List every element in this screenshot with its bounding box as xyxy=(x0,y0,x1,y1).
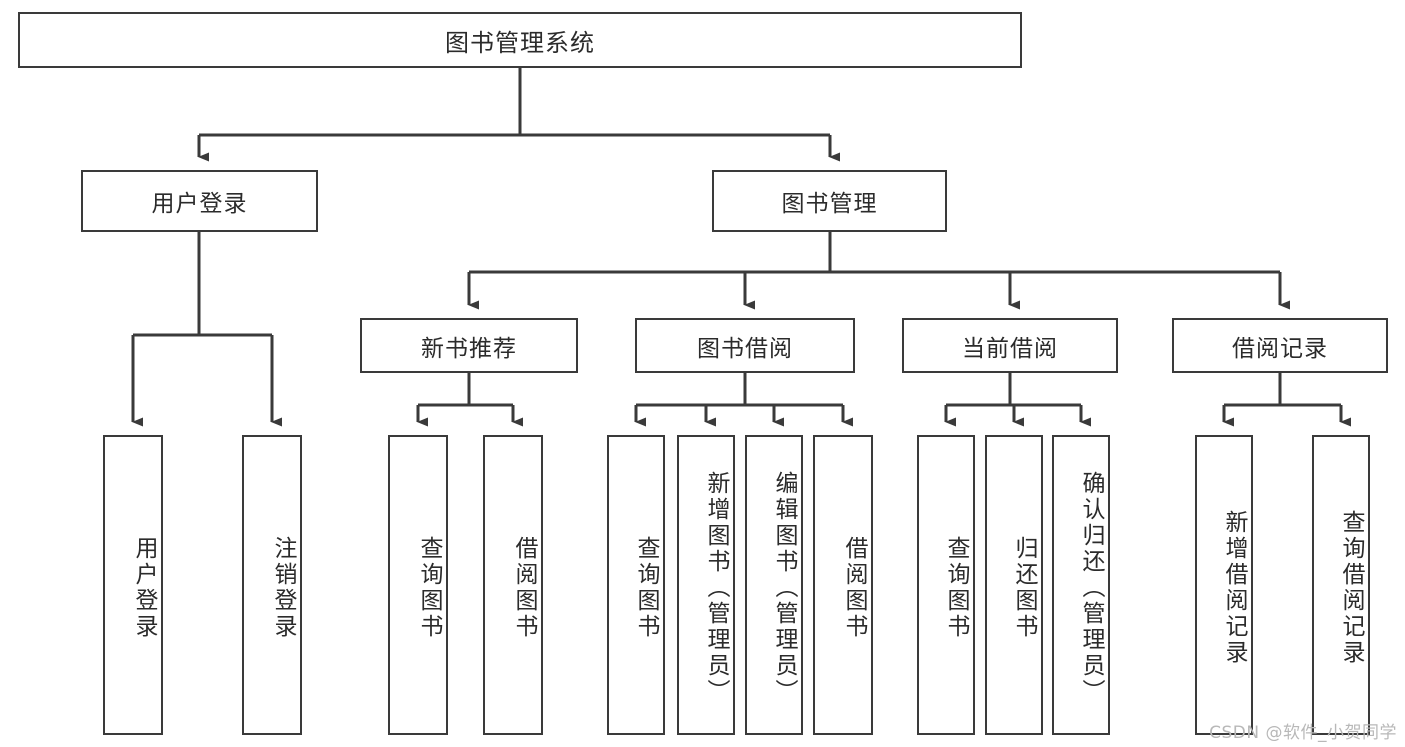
node-leaf-confirm-return[interactable]: 确认归还（管理员） xyxy=(1052,435,1110,735)
node-leaf-query-book-cur[interactable]: 查询图书 xyxy=(917,435,975,735)
node-leaf-borrow-book-rec[interactable]: 借阅图书 xyxy=(483,435,543,735)
node-leaf-add-record[interactable]: 新增借阅记录 xyxy=(1195,435,1253,735)
node-current-borrow[interactable]: 当前借阅 xyxy=(902,318,1118,373)
node-leaf-edit-book[interactable]: 编辑图书（管理员） xyxy=(745,435,803,735)
node-new-book-rec[interactable]: 新书推荐 xyxy=(360,318,578,373)
node-leaf-add-book[interactable]: 新增图书（管理员） xyxy=(677,435,735,735)
node-user-login[interactable]: 用户登录 xyxy=(81,170,318,232)
node-leaf-return-book[interactable]: 归还图书 xyxy=(985,435,1043,735)
node-leaf-query-book-borrow[interactable]: 查询图书 xyxy=(607,435,665,735)
node-book-borrow[interactable]: 图书借阅 xyxy=(635,318,855,373)
node-leaf-borrow-book[interactable]: 借阅图书 xyxy=(813,435,873,735)
watermark-text: CSDN @软件_小贺同学 xyxy=(1209,723,1397,743)
node-root[interactable]: 图书管理系统 xyxy=(18,12,1022,68)
node-leaf-query-record[interactable]: 查询借阅记录 xyxy=(1312,435,1370,735)
node-leaf-logout[interactable]: 注销登录 xyxy=(242,435,302,735)
node-leaf-user-login[interactable]: 用户登录 xyxy=(103,435,163,735)
node-book-manage[interactable]: 图书管理 xyxy=(712,170,947,232)
node-leaf-query-book-rec[interactable]: 查询图书 xyxy=(388,435,448,735)
node-borrow-record[interactable]: 借阅记录 xyxy=(1172,318,1388,373)
